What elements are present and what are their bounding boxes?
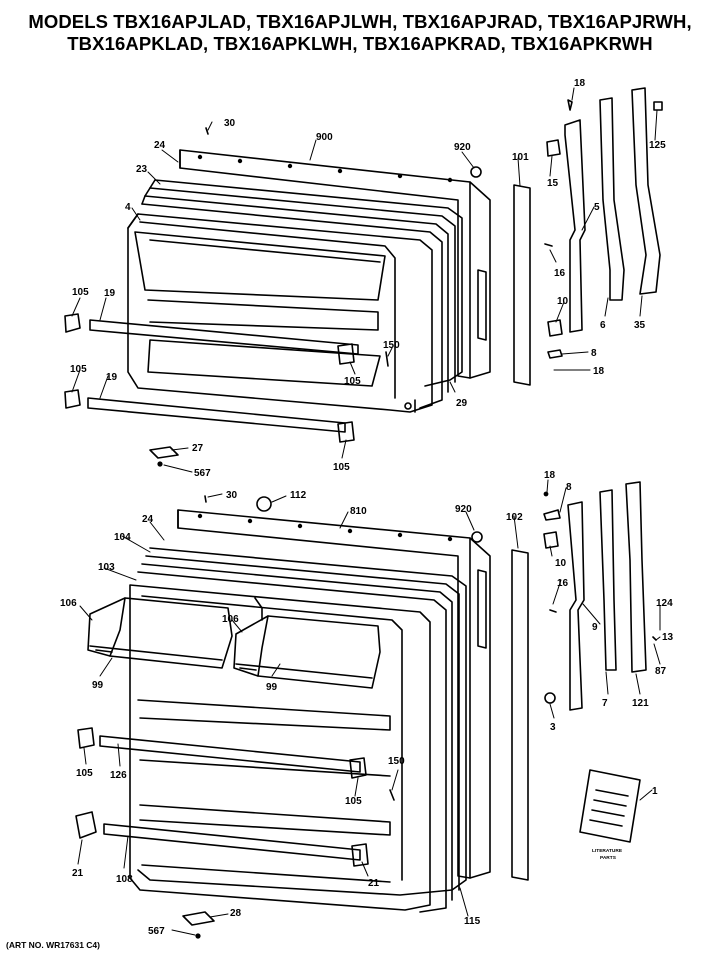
label-bot-121: 121 [632,698,649,709]
fresh-food-shelf-bars [99,735,361,861]
freezer-shelf-bars [87,319,359,433]
label-bot-28: 28 [230,908,242,919]
fresh-food-door-liner [129,584,431,911]
label-bot-16: 16 [557,578,569,589]
label-top-101: 101 [512,152,529,163]
label-top-8: 8 [591,348,597,359]
label-bot-106a: 106 [60,598,77,609]
label-top-29: 29 [456,398,468,409]
label-bot-567: 567 [148,926,165,937]
label-top-19a: 19 [104,288,116,299]
literature-label-1: LITERATURE [592,848,623,854]
label-bot-9: 9 [592,622,598,633]
fresh-food-door-gasket [137,547,467,913]
label-bot-103: 103 [98,562,115,573]
fresh-food-door-outer-panel [177,509,491,879]
label-top-125: 125 [649,140,666,151]
callout-labels: 18 30 900 920 101 125 24 23 15 5 4 16 10… [60,78,674,937]
label-bot-126: 126 [110,770,127,781]
freezer-spacer-27 [149,446,179,467]
label-bot-810: 810 [350,506,367,517]
label-top-18: 18 [574,78,586,89]
fresh-food-door-bins [87,597,381,689]
freezer-shelf-brackets [64,313,355,443]
label-bot-13: 13 [662,632,674,643]
label-bot-920: 920 [455,504,472,515]
leader-lines [71,87,661,936]
fresh-food-hinge-parts [204,481,657,881]
literature-label-2: PARTS [600,855,617,861]
label-top-6: 6 [600,320,606,331]
label-top-10: 10 [557,296,569,307]
label-top-30: 30 [224,118,236,129]
fresh-food-spacer-28 [182,911,215,939]
label-bot-8: 8 [566,482,572,493]
label-bot-99a: 99 [92,680,104,691]
label-top-900: 900 [316,132,333,143]
label-top-105d: 105 [333,462,350,473]
label-bot-108: 108 [116,874,133,885]
label-bot-1: 1 [652,786,658,797]
fresh-food-door-assembly: LITERATURE PARTS [75,481,657,939]
label-top-4: 4 [125,202,131,213]
label-bot-105a: 105 [76,768,93,779]
label-top-150: 150 [383,340,400,351]
label-bot-104: 104 [114,532,131,543]
label-bot-30: 30 [226,490,238,501]
label-bot-105b: 105 [345,796,362,807]
label-top-105b: 105 [344,376,361,387]
freezer-door-outer-panel [179,149,491,379]
art-number: (ART NO. WR17631 C4) [6,940,100,950]
label-bot-87: 87 [655,666,667,677]
label-top-27: 27 [192,443,204,454]
label-top-920: 920 [454,142,471,153]
label-top-15: 15 [547,178,559,189]
label-bot-24: 24 [142,514,154,525]
freezer-door-assembly [64,87,663,467]
label-bot-106b: 106 [222,614,239,625]
label-bot-99b: 99 [266,682,278,693]
label-top-5: 5 [594,202,600,213]
label-top-23: 23 [136,164,148,175]
label-bot-7: 7 [602,698,608,709]
freezer-hinge-parts [205,87,663,386]
label-top-19b: 19 [106,372,118,383]
freezer-door-liner [127,213,433,413]
label-bot-124: 124 [656,598,673,609]
freezer-door-gasket [141,179,463,409]
fresh-food-shelf-brackets [75,727,369,867]
label-top-567: 567 [194,468,211,479]
label-bot-21a: 21 [72,868,84,879]
label-bot-18: 18 [544,470,556,481]
label-top-24: 24 [154,140,166,151]
title-line-2: TBX16APKLAD, TBX16APKLWH, TBX16APKRAD, T… [67,33,653,54]
label-top-16: 16 [554,268,566,279]
label-top-105a: 105 [72,287,89,298]
label-bot-150: 150 [388,756,405,767]
label-top-18b: 18 [593,366,605,377]
label-bot-3: 3 [550,722,556,733]
label-bot-10: 10 [555,558,567,569]
label-bot-115: 115 [464,916,481,927]
label-top-35: 35 [634,320,646,331]
label-top-105c: 105 [70,364,87,375]
literature-packet: LITERATURE PARTS [579,769,641,861]
label-bot-21b: 21 [368,878,380,889]
label-bot-102: 102 [506,512,523,523]
label-bot-112: 112 [290,490,307,501]
title-line-1: MODELS TBX16APJLAD, TBX16APJLWH, TBX16AP… [28,11,692,32]
